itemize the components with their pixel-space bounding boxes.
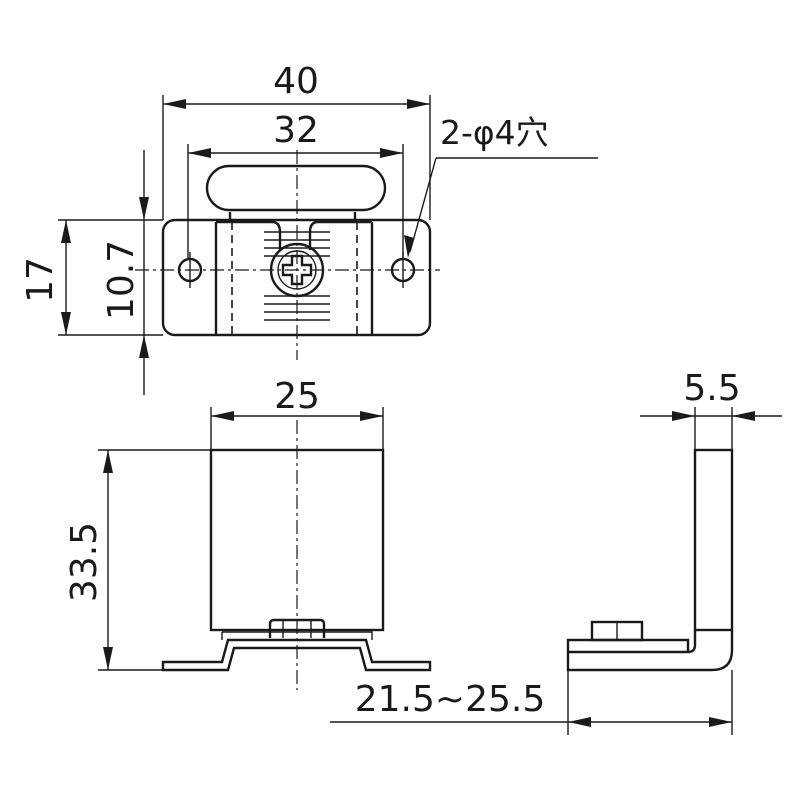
top-slot-neck — [228, 212, 357, 222]
dim-21-5-25-5: 21.5~25.5 — [330, 670, 733, 735]
dim-label-32: 32 — [273, 110, 319, 151]
dim-5-5: 5.5 — [640, 368, 782, 450]
dim-label-5-5: 5.5 — [683, 368, 740, 409]
dim-32: 32 — [187, 110, 404, 258]
front-base-plate — [161, 638, 432, 672]
front-view — [161, 420, 432, 690]
dim-40: 40 — [162, 61, 431, 220]
dim-label-25: 25 — [274, 376, 320, 417]
top-screw-cross — [281, 254, 313, 286]
front-screw-head — [268, 618, 326, 638]
side-view — [566, 448, 734, 672]
dim-label-40: 40 — [273, 61, 319, 102]
side-vertical-leg — [693, 448, 734, 632]
dim-label-17: 17 — [20, 257, 61, 303]
dim-label-21-5-25-5: 21.5~25.5 — [355, 679, 545, 720]
dim-label-33-5: 33.5 — [64, 522, 105, 602]
top-view — [135, 150, 440, 360]
dim-33-5: 33.5 — [64, 449, 211, 671]
hole-note: 2-φ4穴 — [404, 113, 598, 258]
side-base — [566, 638, 712, 672]
dim-17: 17 — [20, 219, 163, 336]
top-slot-tab — [205, 164, 387, 212]
hole-note-label: 2-φ4穴 — [440, 113, 549, 152]
dim-label-10-7: 10.7 — [101, 240, 142, 320]
dim-25: 25 — [210, 376, 384, 450]
top-t-body — [214, 220, 374, 335]
dim-10-7: 10.7 — [101, 150, 149, 395]
side-bend — [687, 630, 734, 672]
